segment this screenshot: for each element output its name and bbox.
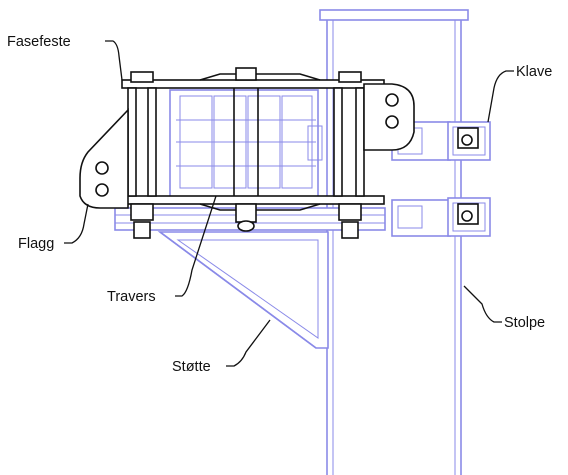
clamp-lower: [391, 197, 491, 237]
phase-clamp: [121, 67, 415, 239]
label-klave-text: Klave: [516, 64, 552, 80]
flag-plate: [79, 108, 129, 209]
label-travers-text: Travers: [107, 289, 156, 305]
label-stotte-text: Støtte: [172, 359, 211, 375]
label-flagg: Flagg: [18, 203, 89, 252]
label-stolpe: Stolpe: [463, 285, 545, 331]
label-flagg-text: Flagg: [18, 236, 54, 252]
label-klave: Klave: [487, 64, 552, 123]
label-travers: Travers: [107, 195, 217, 305]
label-fasefeste: Fasefeste: [7, 34, 123, 81]
label-stotte: Støtte: [172, 319, 271, 375]
label-stolpe-text: Stolpe: [504, 315, 545, 331]
brace: [157, 231, 329, 349]
label-fasefeste-text: Fasefeste: [7, 34, 71, 50]
clamp-upper: [391, 121, 491, 161]
